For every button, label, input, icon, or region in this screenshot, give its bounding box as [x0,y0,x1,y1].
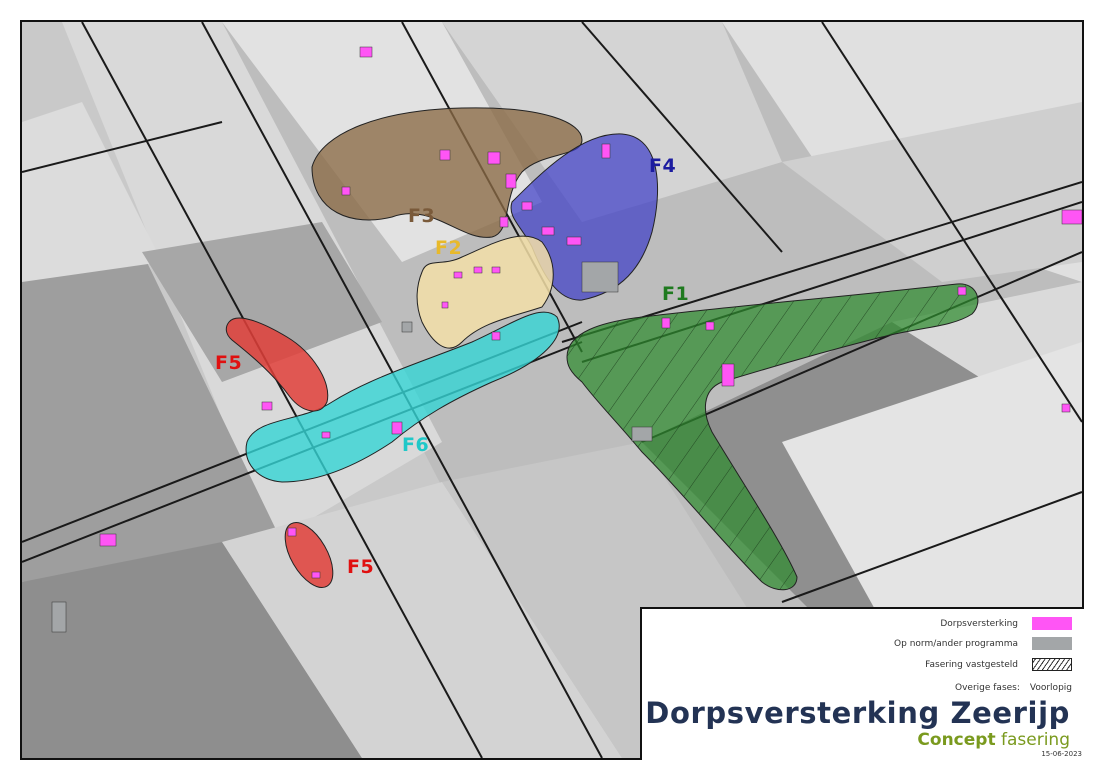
legend-item-op-norm: Op norm/ander programma [894,637,1072,650]
subtitle-bold: Concept [917,730,996,750]
phase-area-f6 [245,311,560,483]
map-subtitle: Concept fasering [917,730,1070,750]
overige-label: Overige fases: [955,683,1020,693]
phase-f1-text: F1 [662,283,690,305]
phase-f4-text: F4 [649,155,677,177]
legend-label: Op norm/ander programma [894,638,1018,649]
overige-value: Voorlopig [1029,683,1072,693]
map-frame: F4 F3 F2 F1 F5 F6 F5 [20,20,1084,760]
phase-f5a-text: F5 [215,352,243,374]
buildings-op-norm [51,261,653,633]
phase-label-f1: F1 [662,283,689,305]
phase-f5b-text: F5 [347,556,375,578]
buildings-dorpsversterking [99,46,1082,579]
legend-label: Fasering vastgesteld [925,659,1018,670]
pink-swatch-icon [1032,617,1072,630]
phase-label-f5-north: F5 [215,352,242,374]
phase-label-f3: F3 [408,205,435,227]
aerial-map [22,22,1082,758]
legend-item-fasering: Fasering vastgesteld [925,658,1072,671]
legend-label: Dorpsversterking [940,618,1018,629]
map-date: 15-06-2023 [1041,750,1082,758]
phase-f6-text: F6 [402,434,430,456]
map-title: Dorpsversterking Zeerijp [645,696,1070,730]
phase-label-f6: F6 [402,434,429,456]
phase-area-f2 [416,235,554,349]
grey-swatch-icon [1032,637,1072,650]
phase-label-f5-south: F5 [347,556,374,578]
hatch-swatch-icon [1032,658,1072,671]
phase-area-f3 [311,107,583,238]
legend-panel: Dorpsversterking Op norm/ander programma… [640,607,1084,760]
subtitle-rest: fasering [995,730,1070,750]
legend-item-dorpsversterking: Dorpsversterking [940,617,1072,630]
phase-area-f5-south [284,522,334,588]
phase-f2-text: F2 [435,237,463,259]
phase-area-f5-north [225,317,329,412]
legend-overige: Overige fases: Voorlopig [955,683,1072,693]
phase-label-f2: F2 [435,237,462,259]
phase-f3-text: F3 [408,205,436,227]
phase-label-f4: F4 [649,155,676,177]
